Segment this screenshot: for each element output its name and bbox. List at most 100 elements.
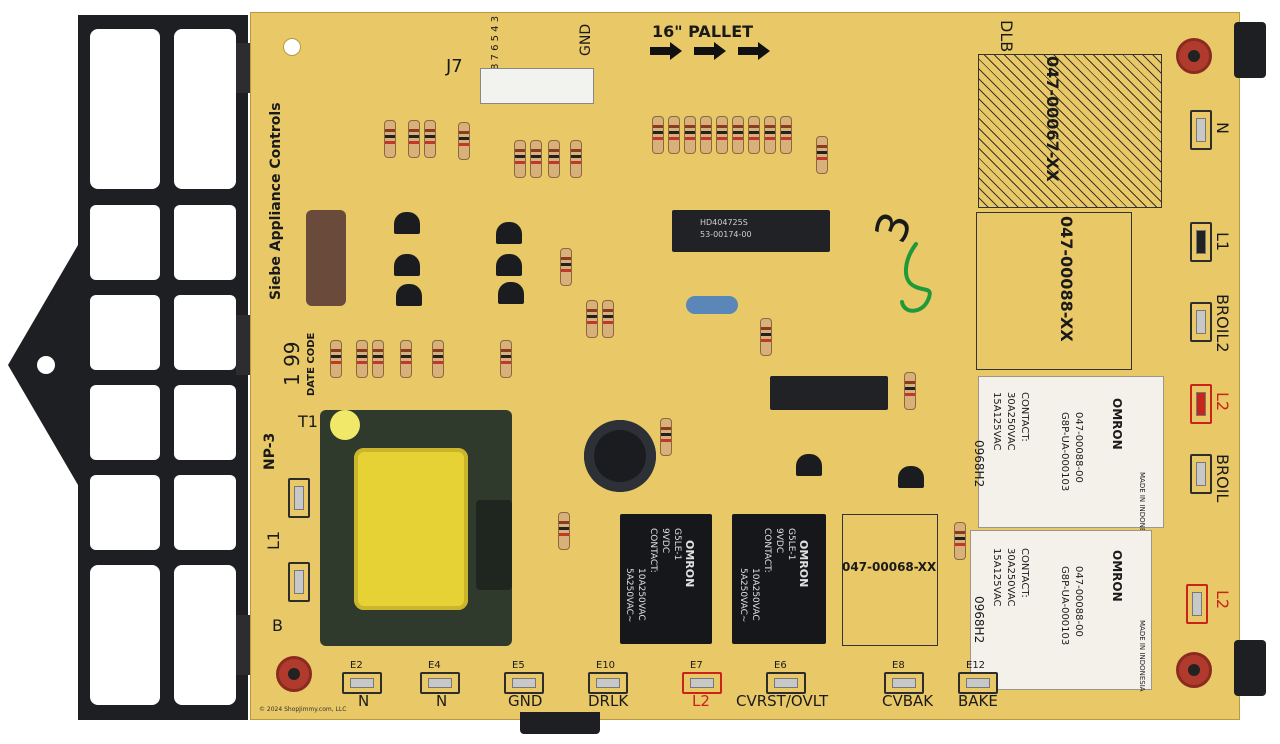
- resistor: [684, 116, 696, 154]
- terminal-e6: [766, 672, 806, 694]
- k1-coil: 9VDC: [774, 528, 784, 554]
- part-k2: 047-00068-XX: [842, 560, 937, 574]
- brand-label: Siebe Appliance Controls: [268, 102, 284, 300]
- k1-rating2: 5A250VAC~: [738, 568, 748, 623]
- terminal-e18: [1190, 110, 1212, 150]
- np3-label: NP-3: [262, 432, 278, 470]
- omron-top-contact: CONTACT:: [1019, 392, 1030, 442]
- terminal-tab: [350, 678, 374, 688]
- terminal-e11: [1190, 384, 1212, 424]
- terminal-e3: [288, 562, 310, 602]
- transformer-clamp: [476, 500, 512, 590]
- resistor: [458, 122, 470, 160]
- omron-bottom-model: G8P-UA-000103: [1059, 566, 1070, 646]
- resistor: [764, 116, 776, 154]
- date-code-label: DATE CODE: [306, 332, 317, 396]
- terminal-code: E10: [596, 660, 616, 671]
- terminal-code: E8: [892, 660, 905, 671]
- plastic-mounting-frame: [8, 15, 256, 720]
- terminal-tab: [892, 678, 916, 688]
- terminal-e14: [1190, 302, 1212, 342]
- k1-rating1: 10A250VAC: [750, 568, 760, 621]
- omron-bottom-rating1: 30A250VAC: [1005, 548, 1016, 607]
- capacitor-c1: [584, 420, 656, 492]
- omron-bottom-contact: CONTACT:: [1019, 548, 1030, 598]
- omron-bottom-rating2: 15A125VAC: [991, 548, 1002, 607]
- terminal-e16: [1190, 222, 1212, 262]
- terminal-label: CVRST/OVLT: [736, 692, 829, 710]
- capacitor-c7: [306, 210, 346, 306]
- transistor: [394, 212, 420, 234]
- omron-relay-top: [978, 376, 1164, 528]
- resistor: [400, 340, 412, 378]
- terminal-tab: [428, 678, 452, 688]
- terminal-code: E5: [512, 660, 525, 671]
- copyright: © 2024 ShopJimmy.com, LLC: [259, 706, 347, 713]
- right-broil-label: BROIL: [1213, 454, 1232, 503]
- right-l1-label: L1: [1213, 232, 1232, 252]
- terminal-code: E4: [428, 660, 441, 671]
- terminal-tab: [512, 678, 536, 688]
- connector-j7: [480, 68, 594, 104]
- terminal-label: DRLK: [588, 692, 629, 710]
- relay-k1: [732, 514, 826, 644]
- terminal-code: E12: [966, 660, 986, 671]
- right-clip-top: [1234, 22, 1266, 78]
- terminal-e7: [682, 672, 722, 694]
- omron-bottom-part: 047-00088-00: [1073, 566, 1084, 637]
- resistor: [652, 116, 664, 154]
- omron-top-part: 047-00088-00: [1073, 412, 1084, 483]
- resistor: [954, 522, 966, 560]
- resistor: [530, 140, 542, 178]
- resistor: [816, 136, 828, 174]
- right-n-label: N: [1213, 122, 1232, 134]
- terminal-e4: [420, 672, 460, 694]
- pallet-arrows: [650, 42, 770, 60]
- mounting-hole-bottom-left: [276, 656, 312, 692]
- k4-model: G5LE-1: [672, 528, 682, 561]
- omron-bottom-brand: OMRON: [1110, 550, 1124, 602]
- k4-contact: CONTACT:: [648, 528, 658, 573]
- pallet-label: 16" PALLET: [652, 22, 754, 41]
- terminal-tab: [774, 678, 798, 688]
- bottom-clip: [520, 712, 600, 734]
- terminal-e8: [884, 672, 924, 694]
- resistor: [372, 340, 384, 378]
- resistor: [668, 116, 680, 154]
- right-broil2-label: BROIL2: [1213, 294, 1232, 353]
- dlb-label: DLB: [997, 20, 1016, 53]
- omron-top-code: 0968H2: [972, 440, 986, 488]
- k4-brand: OMRON: [683, 540, 696, 588]
- right-l2-bottom-label: L2: [1213, 590, 1232, 610]
- omron-bottom-made: MADE IN INDONESIA: [1138, 620, 1146, 692]
- resistor: [716, 116, 728, 154]
- date-code-value: 1 99: [280, 341, 304, 386]
- resistor: [660, 418, 672, 456]
- terminal-code: E7: [690, 660, 703, 671]
- j7-gnd-label: GND: [578, 23, 594, 56]
- resistor: [548, 140, 560, 178]
- part-k7: 047-00088-XX: [1057, 216, 1076, 342]
- mounting-hole-bottom-right: [1176, 652, 1212, 688]
- k1-contact: CONTACT:: [762, 528, 772, 573]
- terminal-e13: [1186, 584, 1208, 624]
- omron-top-model: G8P-UA-000103: [1059, 412, 1070, 492]
- terminal-e10: [588, 672, 628, 694]
- resistor: [904, 372, 916, 410]
- u1-text-2: 53-00174-00: [700, 230, 752, 239]
- omron-top-rating2: 15A125VAC: [991, 392, 1002, 451]
- k1-model: G5LE-1: [786, 528, 796, 561]
- t1-label: T1: [298, 412, 318, 431]
- resistor: [560, 248, 572, 286]
- resistor: [602, 300, 614, 338]
- omron-top-brand: OMRON: [1110, 398, 1124, 450]
- transistor: [396, 284, 422, 306]
- transistor: [796, 454, 822, 476]
- resistor: [514, 140, 526, 178]
- omron-top-rating1: 30A250VAC: [1005, 392, 1016, 451]
- terminal-tab: [596, 678, 620, 688]
- k1-brand: OMRON: [797, 540, 810, 588]
- relay-footprint-k2: [842, 514, 938, 646]
- transformer-coil: [354, 448, 468, 610]
- terminal-label: BAKE: [958, 692, 998, 710]
